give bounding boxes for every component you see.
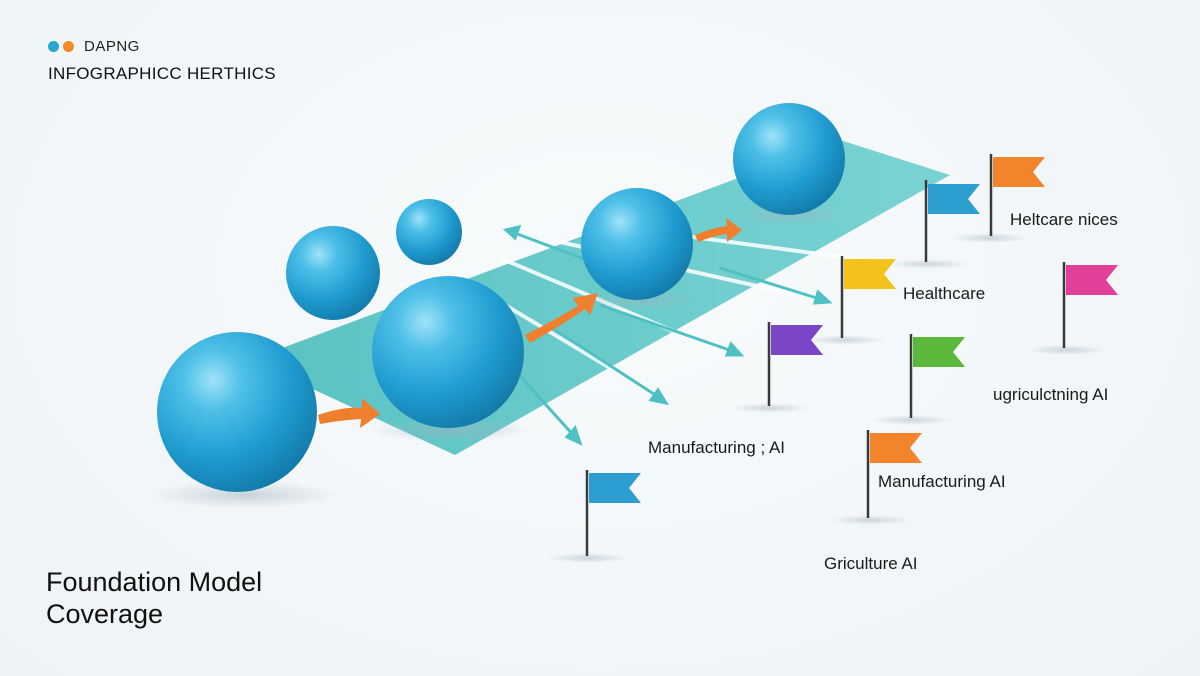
page-title-line-1: Foundation Model — [46, 567, 263, 597]
flag-blue-bottom-icon — [585, 470, 641, 556]
orange-arrows — [318, 218, 742, 428]
sphere-shadows — [150, 205, 850, 509]
header-subtitle: INFOGRAPHICC HERTHICS — [48, 64, 276, 83]
flag-blue-top-icon — [924, 180, 980, 262]
label-manufacturing-ai-2: Manufacturing AI — [878, 472, 1006, 491]
label-heltcare-nices: Heltcare nices — [1010, 210, 1118, 229]
flag-purple-icon — [767, 322, 823, 406]
flag-pink-icon — [1062, 262, 1118, 348]
label-healthcare: Healthcare — [903, 284, 986, 303]
brand-name: DAPNG — [84, 38, 140, 55]
label-manufacturing-ai-1: Manufacturing ; AI — [648, 438, 786, 457]
flag-orange-mid-icon — [866, 430, 922, 518]
flag-orange-top-icon — [989, 154, 1045, 236]
flag-yellow-icon — [840, 256, 896, 338]
flag-green-icon — [909, 334, 965, 418]
brand-dot-orange-icon — [63, 41, 74, 52]
label-griculture-ai: Griculture AI — [824, 554, 918, 573]
brand-dot-blue-icon — [48, 41, 59, 52]
teal-arrows — [502, 224, 833, 446]
label-ugriculctning-ai: ugriculctning AI — [993, 385, 1109, 404]
spheres — [157, 103, 845, 492]
brand: DAPNG — [48, 38, 140, 55]
flag-shadows — [548, 233, 1106, 563]
page-title: Foundation Model Coverage — [46, 566, 262, 630]
page-title-line-2: Coverage — [46, 599, 164, 629]
